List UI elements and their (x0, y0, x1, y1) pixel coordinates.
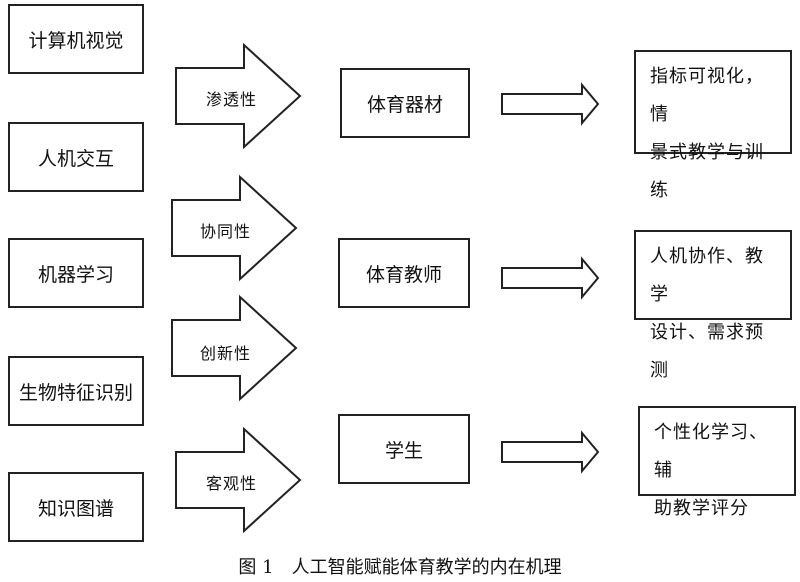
input-label: 机器学习 (37, 263, 114, 286)
target-box-pe-teacher: 体育教师 (338, 238, 470, 308)
small-arrow-2 (501, 256, 600, 300)
relation-label: 创新性 (200, 344, 252, 363)
target-box-student: 学生 (338, 414, 470, 484)
big-arrow-3 (171, 294, 298, 402)
input-label: 计算机视觉 (28, 29, 124, 52)
outcome-line: 指标可视化，情 (650, 66, 764, 125)
big-arrow-2 (171, 174, 298, 282)
outcome-box-student: 个性化学习、辅 助教学评分 (638, 406, 796, 519)
relation-label: 客观性 (206, 474, 258, 493)
target-label: 学生 (384, 439, 423, 462)
outcome-line: 人机协作、教学 (650, 246, 764, 305)
target-label: 体育器材 (366, 93, 443, 116)
input-box-biometric-recognition: 生物特征识别 (8, 356, 144, 426)
figure-caption: 图 1 人工智能赋能体育教学的内在机理 (238, 557, 562, 578)
big-arrow-4 (175, 426, 302, 534)
input-box-computer-vision: 计算机视觉 (8, 4, 144, 74)
relation-label: 渗透性 (206, 90, 258, 109)
outcome-line: 景式教学与训练 (650, 142, 764, 201)
input-box-machine-learning: 机器学习 (8, 238, 144, 308)
outcome-box-equipment: 指标可视化，情 景式教学与训练 (634, 50, 792, 201)
input-label: 人机交互 (37, 147, 114, 170)
target-box-sports-equipment: 体育器材 (340, 68, 470, 138)
outcome-box-teacher: 人机协作、教学 设计、需求预测 (634, 230, 792, 381)
input-box-knowledge-graph: 知识图谱 (8, 472, 144, 542)
input-box-human-computer-interaction: 人机交互 (8, 122, 144, 192)
relation-label: 协同性 (200, 222, 252, 241)
small-arrow-1 (501, 82, 600, 126)
outcome-line: 个性化学习、辅 (654, 422, 768, 481)
outcome-line: 设计、需求预测 (650, 322, 764, 381)
big-arrow-1 (175, 42, 302, 150)
input-label: 生物特征识别 (18, 381, 133, 404)
outcome-line: 助教学评分 (654, 498, 749, 519)
small-arrow-3 (501, 430, 600, 474)
input-label: 知识图谱 (37, 497, 114, 520)
target-label: 体育教师 (365, 263, 442, 286)
